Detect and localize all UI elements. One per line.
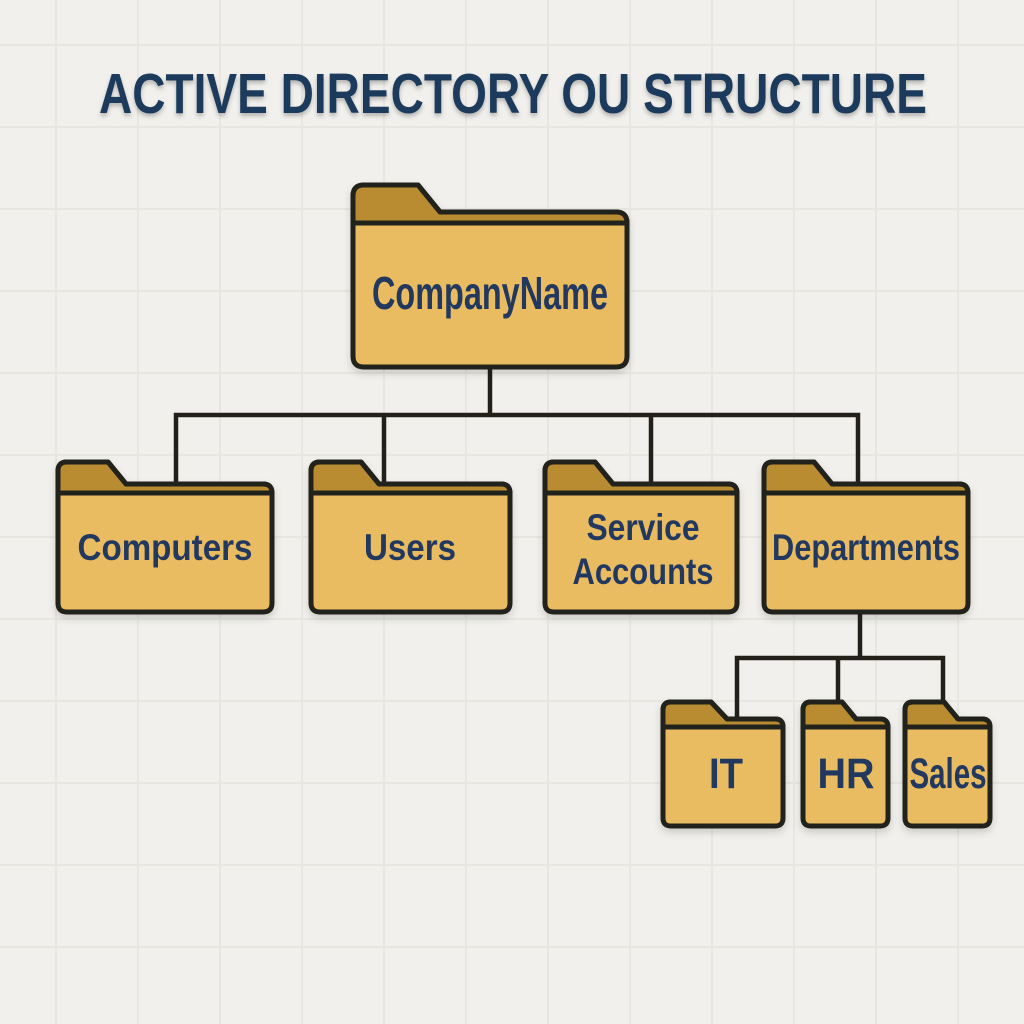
folder-departments: Departments bbox=[761, 459, 971, 615]
folder-companyname: CompanyName bbox=[350, 182, 630, 370]
folder-tab bbox=[800, 699, 891, 730]
folder-label: Sales bbox=[910, 750, 987, 798]
folder-tab bbox=[55, 459, 275, 496]
folder-tab bbox=[542, 459, 740, 496]
folder-computers: Computers bbox=[55, 459, 275, 615]
folder-label: Computers bbox=[78, 527, 253, 568]
folder-label: HR bbox=[818, 750, 875, 798]
folder-label: CompanyName bbox=[372, 267, 608, 319]
connector-root-to-level1 bbox=[173, 368, 861, 484]
folder-tab bbox=[350, 182, 630, 226]
folder-label: Users bbox=[364, 527, 456, 568]
folder-users: Users bbox=[308, 459, 513, 615]
page-title: ACTIVE DIRECTORY OU STRUCTURE bbox=[99, 62, 927, 126]
folder-tab bbox=[761, 459, 971, 496]
folder-tab bbox=[660, 699, 786, 730]
folder-tab bbox=[902, 699, 993, 730]
connector-departments-to-children bbox=[734, 612, 946, 719]
folder-service-accounts: Service Accounts bbox=[542, 459, 740, 615]
folder-label-line2: Accounts bbox=[573, 551, 714, 592]
folder-it: IT bbox=[660, 699, 786, 829]
folder-label: IT bbox=[709, 750, 743, 798]
folder-tab bbox=[308, 459, 513, 496]
folder-hr: HR bbox=[800, 699, 891, 829]
folder-label-line1: Service bbox=[587, 507, 700, 548]
folder-sales: Sales bbox=[902, 699, 993, 829]
folder-label: Departments bbox=[772, 527, 960, 568]
